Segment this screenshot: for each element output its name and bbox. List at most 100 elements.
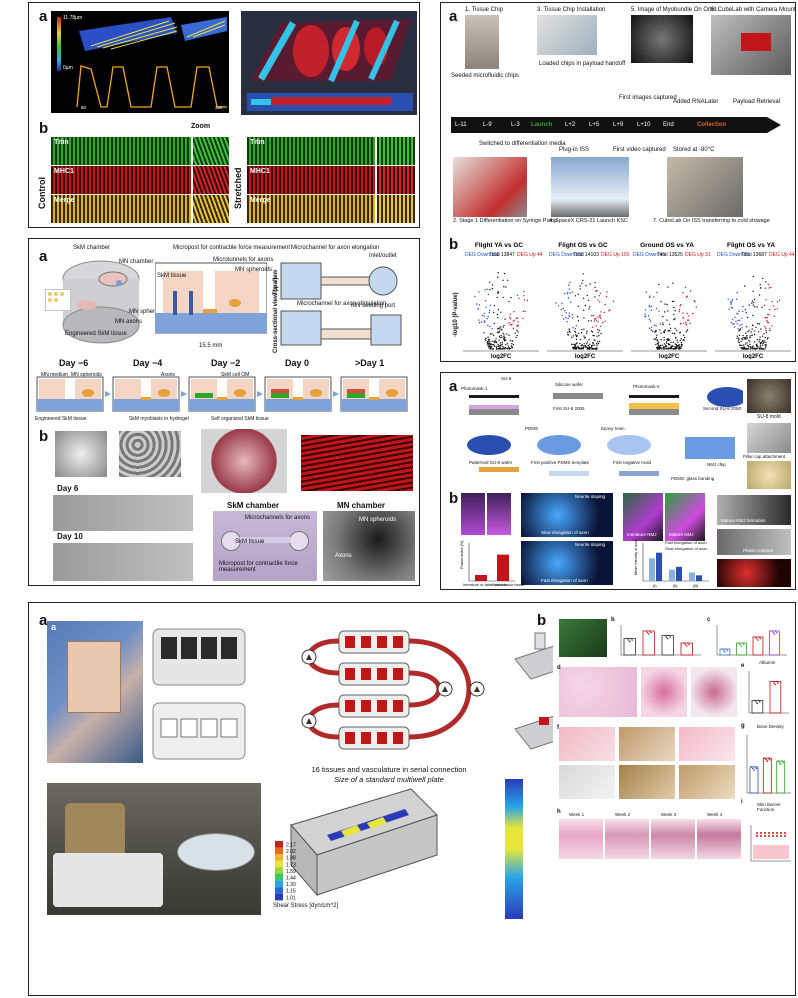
volcano-point xyxy=(591,315,593,317)
volcano-point xyxy=(662,315,664,318)
volcano-point xyxy=(680,304,682,306)
volcano-point xyxy=(573,346,575,348)
volcano-point xyxy=(584,346,587,348)
volcano-point xyxy=(767,283,769,286)
volcano-point xyxy=(754,341,756,343)
volcano-point xyxy=(587,320,590,322)
volcano-point xyxy=(600,311,602,313)
volcano-point xyxy=(649,295,651,297)
mini-point xyxy=(772,631,775,634)
zoom-label: Zoom xyxy=(191,123,211,130)
day6-label: Day 6 xyxy=(57,484,79,493)
label-cross-section: Cross-sectional view (a-a') xyxy=(273,277,279,353)
mini-point xyxy=(649,630,651,632)
shear-swatch xyxy=(275,867,283,874)
volcano-point xyxy=(778,299,781,301)
volcano-point xyxy=(655,307,658,309)
volcano-point xyxy=(509,313,511,315)
volcano-point xyxy=(666,319,668,321)
volcano-point xyxy=(590,345,593,347)
volcano-point xyxy=(503,324,505,327)
volcano-point xyxy=(487,293,490,296)
volcano-point xyxy=(485,340,487,342)
volcano-point xyxy=(749,341,751,343)
day-label-self-organized: Self organized SkM tissue xyxy=(211,416,269,422)
volcano-point xyxy=(667,310,669,312)
volcano-point xyxy=(733,323,735,325)
volcano-point xyxy=(585,332,588,334)
day10-label: Day 10 xyxy=(57,532,83,541)
mini-point xyxy=(757,639,759,641)
volcano-point xyxy=(582,346,585,348)
volcano-point xyxy=(597,329,599,331)
volcano-point xyxy=(741,344,743,347)
volcano-point xyxy=(728,308,730,310)
mini-point xyxy=(756,702,759,705)
volcano-point xyxy=(644,309,647,311)
shear-tick: 1.88 xyxy=(286,856,296,862)
volcano-point xyxy=(498,335,501,338)
label-engineered-skm-2: Engineered SkM tissue xyxy=(35,416,87,422)
fusion-index-chart: Fusion index (%) xyxy=(460,540,515,582)
volcano-point xyxy=(674,346,676,349)
panel-b-sub-b: b xyxy=(449,236,459,253)
skin-point xyxy=(784,835,786,837)
mini-bar xyxy=(642,630,655,656)
step-7: 7. CubeLab On ISS transferring to cold s… xyxy=(653,218,770,224)
volcano-point xyxy=(568,284,570,286)
label-width: 15.5 mm xyxy=(199,343,223,349)
installation-photo xyxy=(537,15,597,55)
volcano-point xyxy=(508,347,510,349)
volcano-point xyxy=(517,321,519,323)
volcano-point xyxy=(759,338,761,341)
volcano-point xyxy=(674,327,676,330)
volcano-point xyxy=(507,279,509,281)
stage-spheroid xyxy=(386,389,398,397)
albumin-title: Albumin xyxy=(759,660,776,665)
note-first-images: First images captured xyxy=(619,95,677,101)
volcano-point xyxy=(667,347,670,350)
volcano-point xyxy=(685,296,688,298)
red-fluor xyxy=(717,559,791,587)
day6-micrograph xyxy=(53,495,193,531)
skin-week-1 xyxy=(559,819,603,859)
bone-histology-6 xyxy=(679,765,735,799)
volcano-point xyxy=(588,339,590,341)
volcano-point xyxy=(516,294,518,297)
mini-point xyxy=(781,760,783,762)
skin-band xyxy=(753,845,789,859)
axon-tick: (iii) xyxy=(693,583,699,588)
volcano-point xyxy=(736,335,738,337)
volcano-total: Total 13525 xyxy=(657,252,683,258)
volcano-point xyxy=(609,309,611,311)
volcano-point xyxy=(493,322,495,325)
volcano-point xyxy=(567,291,569,294)
stage-spheroid xyxy=(234,389,246,397)
volcano-point xyxy=(599,316,601,318)
volcano-point xyxy=(648,315,650,317)
axon-ylabel: Mean intensity of axon xyxy=(634,539,638,575)
volcano-point xyxy=(503,334,505,336)
stretched-merge-label: Merge xyxy=(250,197,271,204)
volcano-point xyxy=(674,310,676,312)
serial-tissue xyxy=(345,636,355,648)
muscle-fluor-2 xyxy=(487,493,511,535)
mini-point xyxy=(722,649,725,652)
volcano-point xyxy=(666,342,668,344)
volcano-point xyxy=(648,296,651,299)
volcano-point xyxy=(765,341,767,343)
pump-photo xyxy=(47,783,261,915)
volcano-point xyxy=(752,275,754,278)
volcano-point xyxy=(656,339,658,341)
volcano-point xyxy=(759,284,761,286)
volcano-point xyxy=(762,342,764,345)
volcano-point xyxy=(765,327,767,329)
day-1: >Day 1 xyxy=(355,358,385,368)
volcano-point xyxy=(579,285,581,287)
mini-bar xyxy=(762,757,772,794)
tl-collection: Collection xyxy=(697,122,727,128)
volcano-point xyxy=(496,313,499,316)
volcano-point xyxy=(657,344,660,346)
chart-c xyxy=(716,625,787,656)
volcano-point xyxy=(677,341,679,344)
